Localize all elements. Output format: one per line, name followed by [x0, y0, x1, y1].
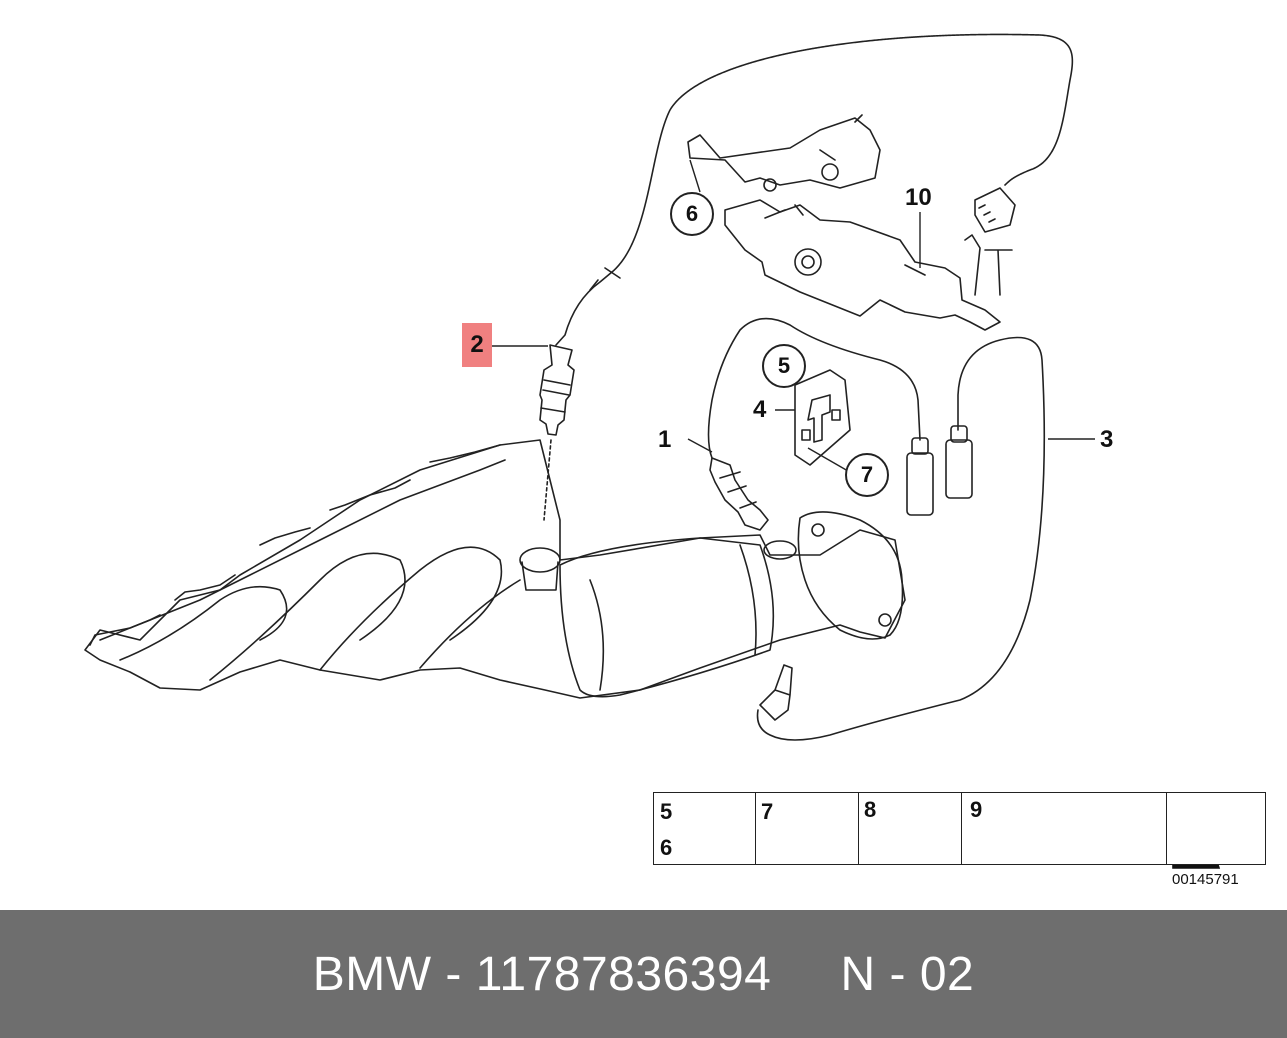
callout-10-label: 10 [905, 184, 932, 211]
harness-connector [974, 187, 1016, 233]
bracket-10 [724, 199, 1001, 331]
connector-a [906, 452, 934, 516]
connector-b [945, 439, 973, 499]
callout-7-label: 7 [860, 462, 874, 487]
callout-2-label: 2 [470, 331, 484, 358]
drawing-number: 00145791 [1172, 871, 1239, 888]
legend-cell-clip: 7 [756, 793, 859, 864]
legend-num-5: 5 [660, 799, 673, 824]
parts-legend: 5 6 7 8 9 [653, 792, 1266, 865]
heat-shield-6 [687, 117, 881, 189]
bracket-4 [794, 369, 851, 466]
legend-num-8: 8 [864, 797, 877, 822]
callout-1-label: 1 [658, 426, 672, 453]
callout-3-label: 3 [1100, 426, 1114, 453]
legend-cell-arrow [1167, 793, 1265, 864]
callout-6-label: 6 [685, 201, 699, 226]
legend-cell-grommet: 8 [859, 793, 962, 864]
exhaust-manifold [84, 439, 906, 699]
callout-6-circle: 6 [670, 192, 714, 236]
callout-7-circle: 7 [845, 453, 889, 497]
harness-wire-upper [611, 33, 1074, 273]
legend-num-9: 9 [970, 797, 983, 822]
callout-5-circle: 5 [762, 344, 806, 388]
legend-num-7: 7 [761, 799, 774, 824]
sensor-2-body [539, 344, 575, 436]
footer-part-info: BMW - 11787836394 N - 02 [312, 947, 975, 1001]
sensor-2-cable [555, 271, 613, 346]
callout-5-label: 5 [777, 353, 791, 378]
sensor-1-body [709, 457, 769, 531]
legend-cell-cable-tie: 9 [962, 793, 1167, 864]
sensor-3-cable [756, 336, 1046, 741]
outlet-flange [797, 511, 904, 640]
sensor-1-cable [707, 317, 921, 459]
parts-diagram: 2 1 3 4 10 5 6 7 [84, 33, 1262, 869]
callout-4-label: 4 [753, 396, 767, 423]
diagram-drawing [84, 33, 1262, 869]
legend-num-6: 6 [660, 835, 673, 860]
callout-2-highlight: 2 [462, 323, 492, 367]
legend-cell-nut: 5 6 [654, 793, 756, 864]
footer-bar: BMW - 11787836394 N - 02 [0, 910, 1287, 1038]
catalytic-converter [559, 537, 775, 698]
